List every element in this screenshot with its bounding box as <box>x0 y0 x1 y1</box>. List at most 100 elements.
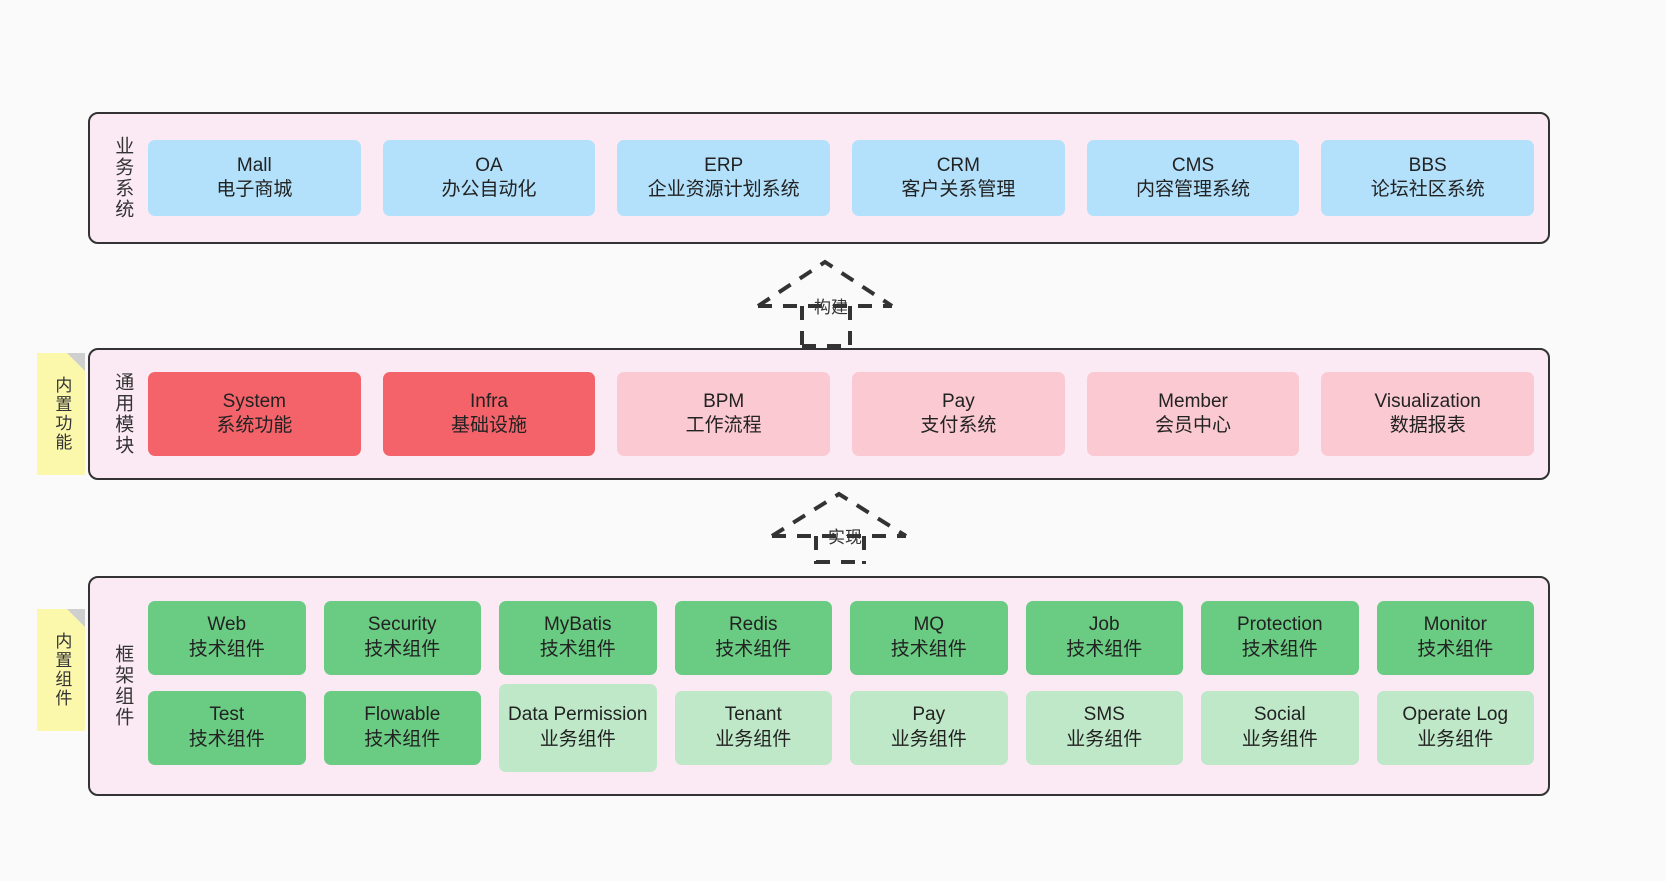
connector-build: 构建 <box>752 256 922 348</box>
layer-modules-nodes: System 系统功能 Infra 基础设施 BPM 工作流程 Pay 支付系统… <box>144 350 1548 478</box>
node-sms[interactable]: SMS 业务组件 <box>1025 690 1183 765</box>
layer-common-modules: 通用模块 System 系统功能 Infra 基础设施 BPM 工作流程 Pay… <box>88 348 1550 480</box>
layer-business-title: 业务系统 <box>112 136 134 220</box>
sticky-note-builtin-components-label: 内置组件 <box>52 632 72 708</box>
node-erp-desc: 企业资源计划系统 <box>647 179 800 200</box>
node-operate-log[interactable]: Operate Log 业务组件 <box>1376 690 1534 765</box>
node-monitor[interactable]: Monitor 技术组件 <box>1376 600 1534 675</box>
node-security[interactable]: Security 技术组件 <box>323 600 481 675</box>
node-data-permission[interactable]: Data Permission 业务组件 <box>499 683 657 772</box>
node-pay-module[interactable]: Pay 支付系统 <box>852 372 1065 456</box>
node-mall-desc: 电子商城 <box>216 179 293 200</box>
node-bbs[interactable]: BBS 论坛社区系统 <box>1321 140 1535 216</box>
layer-modules-title: 通用模块 <box>112 372 134 456</box>
layer-business-systems: 业务系统 Mall 电子商城 OA 办公自动化 ERP 企业资源计划系统 CRM… <box>88 112 1550 244</box>
node-social[interactable]: Social 业务组件 <box>1201 690 1359 765</box>
node-web[interactable]: Web 技术组件 <box>148 600 306 675</box>
connector-build-label: 构建 <box>814 298 848 317</box>
layer-business-nodes: Mall 电子商城 OA 办公自动化 ERP 企业资源计划系统 CRM 客户关系… <box>144 114 1548 242</box>
node-protection-desc: 技术组件 <box>1241 638 1318 660</box>
layer-framework-title: 框架组件 <box>112 644 134 728</box>
node-sms-name: SMS <box>1083 704 1125 726</box>
node-crm[interactable]: CRM 客户关系管理 <box>852 140 1065 216</box>
node-monitor-desc: 技术组件 <box>1417 638 1494 660</box>
node-bpm-name: BPM <box>703 390 745 412</box>
node-web-name: Web <box>207 614 247 636</box>
node-social-desc: 业务组件 <box>1241 728 1318 750</box>
connector-implement-label: 实现 <box>828 528 862 547</box>
node-pay-component-desc: 业务组件 <box>890 728 967 750</box>
node-flowable-desc: 技术组件 <box>364 728 441 750</box>
node-job-name: Job <box>1088 614 1120 636</box>
node-visualization[interactable]: Visualization 数据报表 <box>1321 372 1535 456</box>
node-sms-desc: 业务组件 <box>1066 728 1143 750</box>
node-test-name: Test <box>209 704 245 726</box>
node-pay-module-desc: 支付系统 <box>920 415 997 436</box>
node-system[interactable]: System 系统功能 <box>148 372 361 456</box>
node-monitor-name: Monitor <box>1423 614 1487 636</box>
node-test[interactable]: Test 技术组件 <box>148 690 306 765</box>
node-member-name: Member <box>1158 390 1228 412</box>
node-visualization-desc: 数据报表 <box>1389 415 1466 436</box>
node-protection-name: Protection <box>1236 614 1323 636</box>
node-oa[interactable]: OA 办公自动化 <box>382 140 596 216</box>
node-web-desc: 技术组件 <box>188 638 265 660</box>
node-cms-name: CMS <box>1171 154 1215 176</box>
node-redis-name: Redis <box>728 614 778 636</box>
node-data-permission-desc: 业务组件 <box>539 728 616 750</box>
node-job-desc: 技术组件 <box>1066 638 1143 660</box>
node-flowable[interactable]: Flowable 技术组件 <box>323 690 481 765</box>
node-security-desc: 技术组件 <box>364 638 441 660</box>
sticky-note-builtin-components: 内置组件 <box>37 609 85 731</box>
node-member[interactable]: Member 会员中心 <box>1086 372 1300 456</box>
connector-implement: 实现 <box>766 490 936 564</box>
framework-row-technical: Web 技术组件 Security 技术组件 MyBatis 技术组件 Redi… <box>148 600 1534 675</box>
node-operate-log-name: Operate Log <box>1402 704 1509 726</box>
node-mall[interactable]: Mall 电子商城 <box>148 140 361 216</box>
node-social-name: Social <box>1253 704 1306 726</box>
node-pay-module-name: Pay <box>941 390 975 412</box>
framework-row-business: Test 技术组件 Flowable 技术组件 Data Permission … <box>148 683 1534 772</box>
node-redis[interactable]: Redis 技术组件 <box>674 600 832 675</box>
node-infra[interactable]: Infra 基础设施 <box>382 372 596 456</box>
node-tenant-name: Tenant <box>724 704 782 726</box>
node-mq-name: MQ <box>913 614 945 636</box>
node-cms[interactable]: CMS 内容管理系统 <box>1086 140 1300 216</box>
layer-framework-nodes: Web 技术组件 Security 技术组件 MyBatis 技术组件 Redi… <box>144 578 1548 794</box>
node-test-desc: 技术组件 <box>188 728 265 750</box>
node-visualization-name: Visualization <box>1374 390 1481 412</box>
node-bpm[interactable]: BPM 工作流程 <box>617 372 831 456</box>
node-pay-component[interactable]: Pay 业务组件 <box>850 690 1008 765</box>
node-member-desc: 会员中心 <box>1155 415 1232 436</box>
node-job[interactable]: Job 技术组件 <box>1025 600 1183 675</box>
node-mybatis-name: MyBatis <box>543 614 612 636</box>
node-bpm-desc: 工作流程 <box>685 415 762 436</box>
node-tenant[interactable]: Tenant 业务组件 <box>674 690 832 765</box>
node-cms-desc: 内容管理系统 <box>1136 179 1251 200</box>
node-redis-desc: 技术组件 <box>715 638 792 660</box>
folded-corner-icon <box>67 353 85 371</box>
node-system-name: System <box>222 390 287 412</box>
node-erp-name: ERP <box>704 154 744 176</box>
layer-framework-components: 框架组件 Web 技术组件 Security 技术组件 MyBatis 技术组件… <box>88 576 1550 796</box>
node-mq-desc: 技术组件 <box>890 638 967 660</box>
node-oa-name: OA <box>475 154 503 176</box>
node-erp[interactable]: ERP 企业资源计划系统 <box>617 140 831 216</box>
sticky-note-builtin-functions: 内置功能 <box>37 353 85 475</box>
node-pay-component-name: Pay <box>912 704 946 726</box>
node-infra-desc: 基础设施 <box>451 415 528 436</box>
node-data-permission-name: Data Permission <box>508 704 648 726</box>
node-tenant-desc: 业务组件 <box>715 728 792 750</box>
node-protection[interactable]: Protection 技术组件 <box>1201 600 1359 675</box>
node-bbs-desc: 论坛社区系统 <box>1370 179 1485 200</box>
node-oa-desc: 办公自动化 <box>441 179 537 200</box>
node-bbs-name: BBS <box>1408 154 1447 176</box>
node-flowable-name: Flowable <box>364 704 441 726</box>
node-mybatis[interactable]: MyBatis 技术组件 <box>499 600 657 675</box>
node-operate-log-desc: 业务组件 <box>1417 728 1494 750</box>
node-crm-name: CRM <box>936 154 980 176</box>
node-crm-desc: 客户关系管理 <box>901 179 1016 200</box>
node-mq[interactable]: MQ 技术组件 <box>850 600 1008 675</box>
node-security-name: Security <box>367 614 437 636</box>
